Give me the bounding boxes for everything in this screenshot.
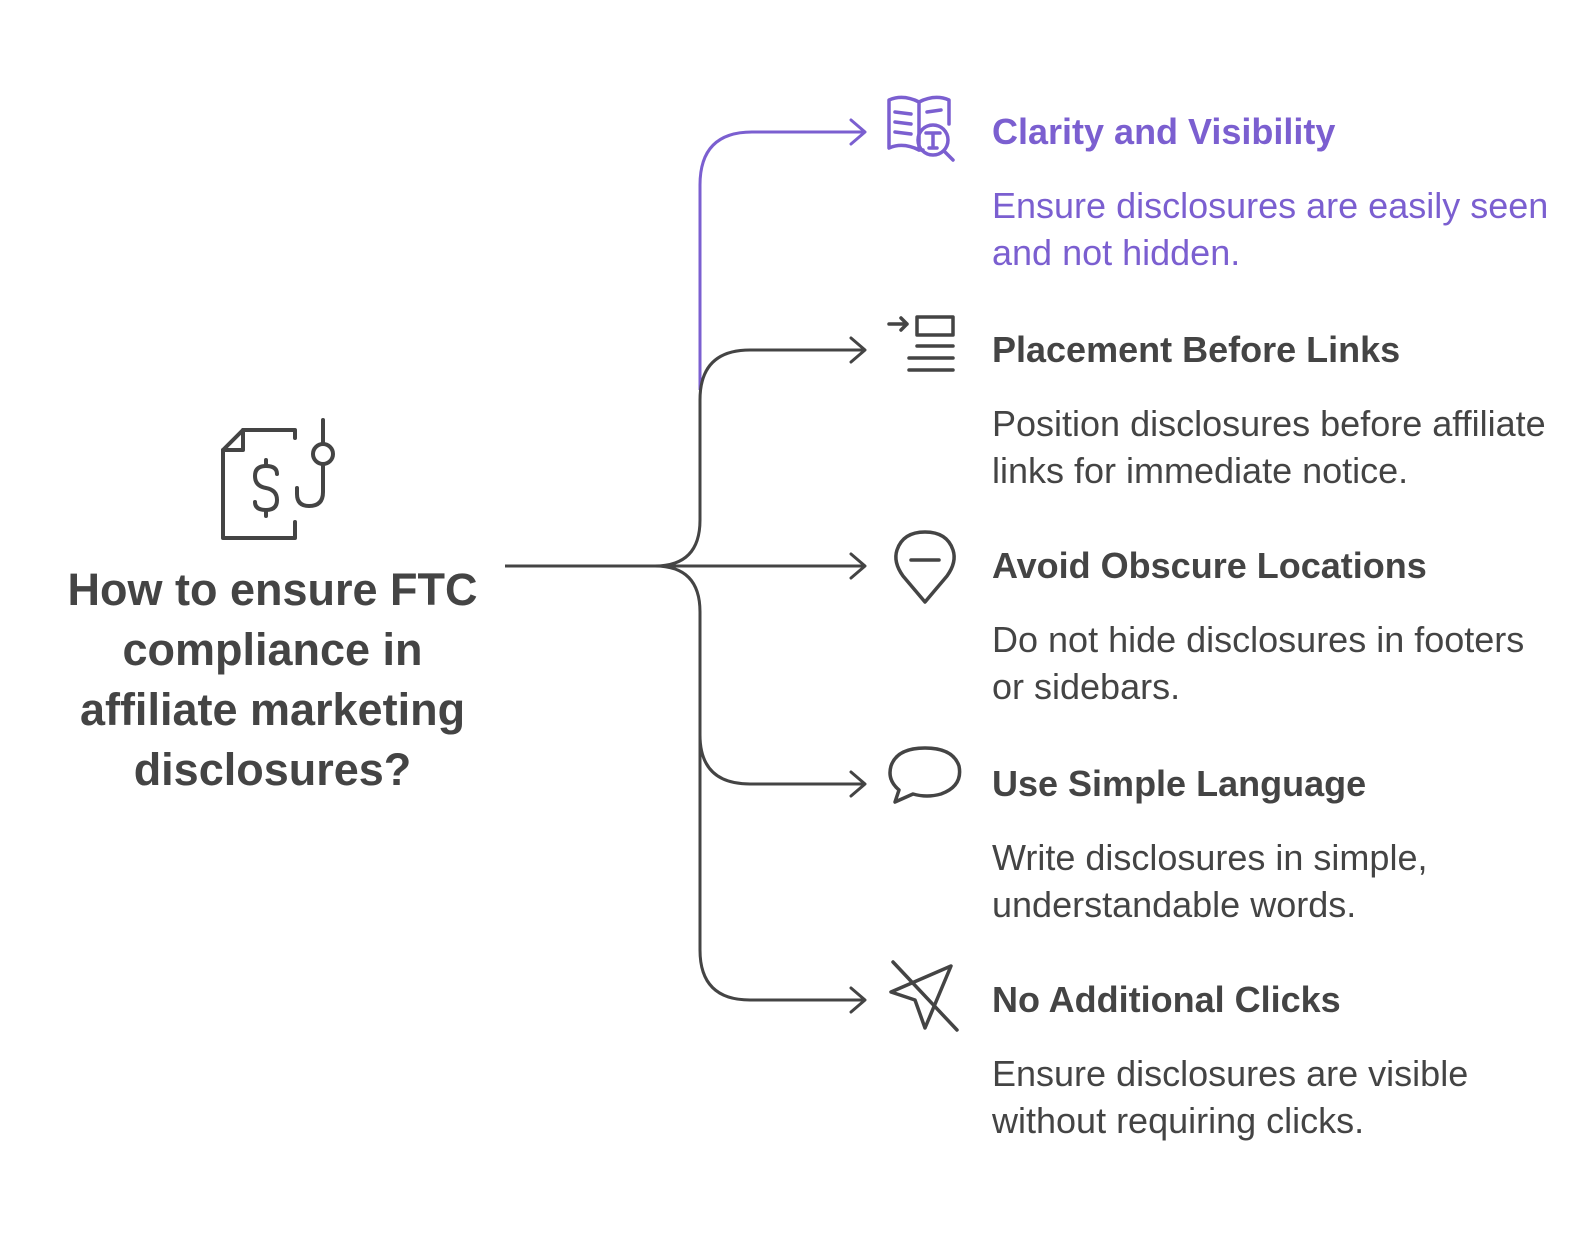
- branch-title-use-simple-language: Use Simple Language: [992, 763, 1367, 804]
- branch-desc-avoid-obscure-locations: Do not hide disclosures in footers or si…: [992, 619, 1525, 707]
- location-pin-minus-icon: [894, 530, 956, 604]
- branch-title-no-additional-clicks: No Additional Clicks: [992, 979, 1341, 1020]
- branch-title-placement-before-links: Placement Before Links: [992, 329, 1401, 370]
- connector-no-additional-clicks: [698, 735, 865, 1002]
- arrowhead-placement-before-links: [849, 336, 867, 364]
- arrowhead-clarity-visibility: [849, 118, 867, 146]
- arrowhead-no-additional-clicks: [849, 986, 867, 1014]
- text-indent-icon: [887, 315, 955, 372]
- arrowhead-use-simple-language: [849, 770, 867, 798]
- arrowhead-avoid-obscure-locations: [849, 552, 867, 580]
- root-question-title: How to ensure FTC compliance in affiliat…: [67, 564, 478, 795]
- branch-desc-clarity-visibility: Ensure disclosures are easily seen and n…: [992, 185, 1549, 273]
- connector-placement-before-links: [654, 348, 865, 568]
- branch-desc-use-simple-language: Write disclosures in simple, understanda…: [992, 837, 1428, 925]
- speech-bubble-icon: [888, 746, 962, 804]
- book-search-icon: [887, 95, 955, 162]
- branch-title-avoid-obscure-locations: Avoid Obscure Locations: [992, 545, 1427, 586]
- branch-desc-no-additional-clicks: Ensure disclosures are visible without r…: [992, 1053, 1469, 1141]
- navigation-off-icon: [889, 960, 959, 1032]
- branch-title-clarity-visibility: Clarity and Visibility: [992, 111, 1336, 152]
- connector-clarity-visibility: [698, 130, 865, 390]
- branch-desc-placement-before-links: Position disclosures before affiliate li…: [992, 403, 1546, 491]
- connector-use-simple-language: [654, 564, 865, 786]
- dollar-document-hook-icon: [221, 418, 335, 540]
